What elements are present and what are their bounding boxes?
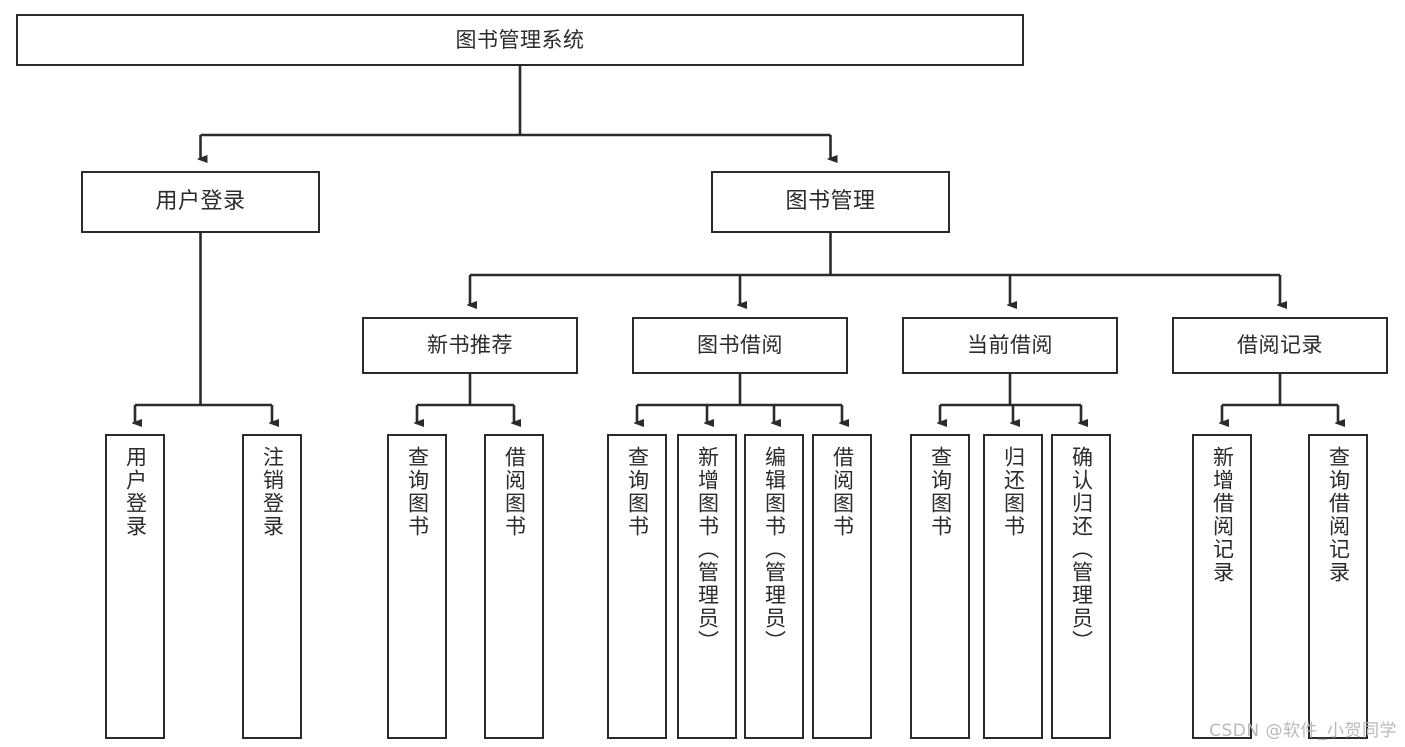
leaf-node[interactable]: 查询借阅记录: [1308, 434, 1368, 739]
leaf-node[interactable]: 查询图书: [607, 434, 667, 739]
leaf-node-label: 用户登录: [123, 446, 148, 538]
node-book-borrow[interactable]: 图书借阅: [632, 317, 848, 374]
leaf-node[interactable]: 注销登录: [242, 434, 302, 739]
leaf-node-label: 归还图书: [1001, 446, 1026, 538]
node-new-book-recommend-label: 新书推荐: [427, 333, 513, 358]
leaf-node[interactable]: 用户登录: [105, 434, 165, 739]
leaf-node[interactable]: 借阅图书: [812, 434, 872, 739]
leaf-node[interactable]: 借阅图书: [484, 434, 544, 739]
node-borrow-record-label: 借阅记录: [1237, 333, 1323, 358]
leaf-node-label: 新增借阅记录: [1210, 446, 1235, 584]
node-borrow-record[interactable]: 借阅记录: [1172, 317, 1388, 374]
node-user-login-label: 用户登录: [155, 189, 246, 215]
leaf-node-label: 编辑图书（管理员）: [762, 446, 787, 653]
leaf-node-label: 查询图书: [625, 446, 650, 538]
leaf-node[interactable]: 编辑图书（管理员）: [744, 434, 804, 739]
leaf-node-label: 查询图书: [405, 446, 430, 538]
node-book-borrow-label: 图书借阅: [697, 333, 783, 358]
node-user-login[interactable]: 用户登录: [81, 171, 320, 233]
leaf-node-label: 注销登录: [260, 446, 285, 538]
leaf-node[interactable]: 查询图书: [387, 434, 447, 739]
leaf-node[interactable]: 归还图书: [983, 434, 1043, 739]
leaf-node[interactable]: 确认归还（管理员）: [1051, 434, 1111, 739]
csdn-watermark: CSDN @软件_小贺同学: [1209, 721, 1397, 741]
leaf-node-label: 借阅图书: [830, 446, 855, 538]
leaf-node[interactable]: 查询图书: [910, 434, 970, 739]
leaf-node[interactable]: 新增图书（管理员）: [677, 434, 737, 739]
node-root-label: 图书管理系统: [455, 27, 585, 52]
leaf-node-label: 新增图书（管理员）: [695, 446, 720, 653]
leaf-node-label: 查询图书: [928, 446, 953, 538]
node-current-borrow[interactable]: 当前借阅: [902, 317, 1118, 374]
leaf-node-label: 借阅图书: [502, 446, 527, 538]
node-new-book-recommend[interactable]: 新书推荐: [362, 317, 578, 374]
leaf-node[interactable]: 新增借阅记录: [1192, 434, 1252, 739]
node-book-management-label: 图书管理: [785, 189, 876, 215]
node-book-management[interactable]: 图书管理: [711, 171, 950, 233]
leaf-node-label: 确认归还（管理员）: [1069, 446, 1094, 653]
node-root[interactable]: 图书管理系统: [16, 14, 1024, 66]
node-current-borrow-label: 当前借阅: [967, 333, 1053, 358]
leaf-node-label: 查询借阅记录: [1326, 446, 1351, 584]
